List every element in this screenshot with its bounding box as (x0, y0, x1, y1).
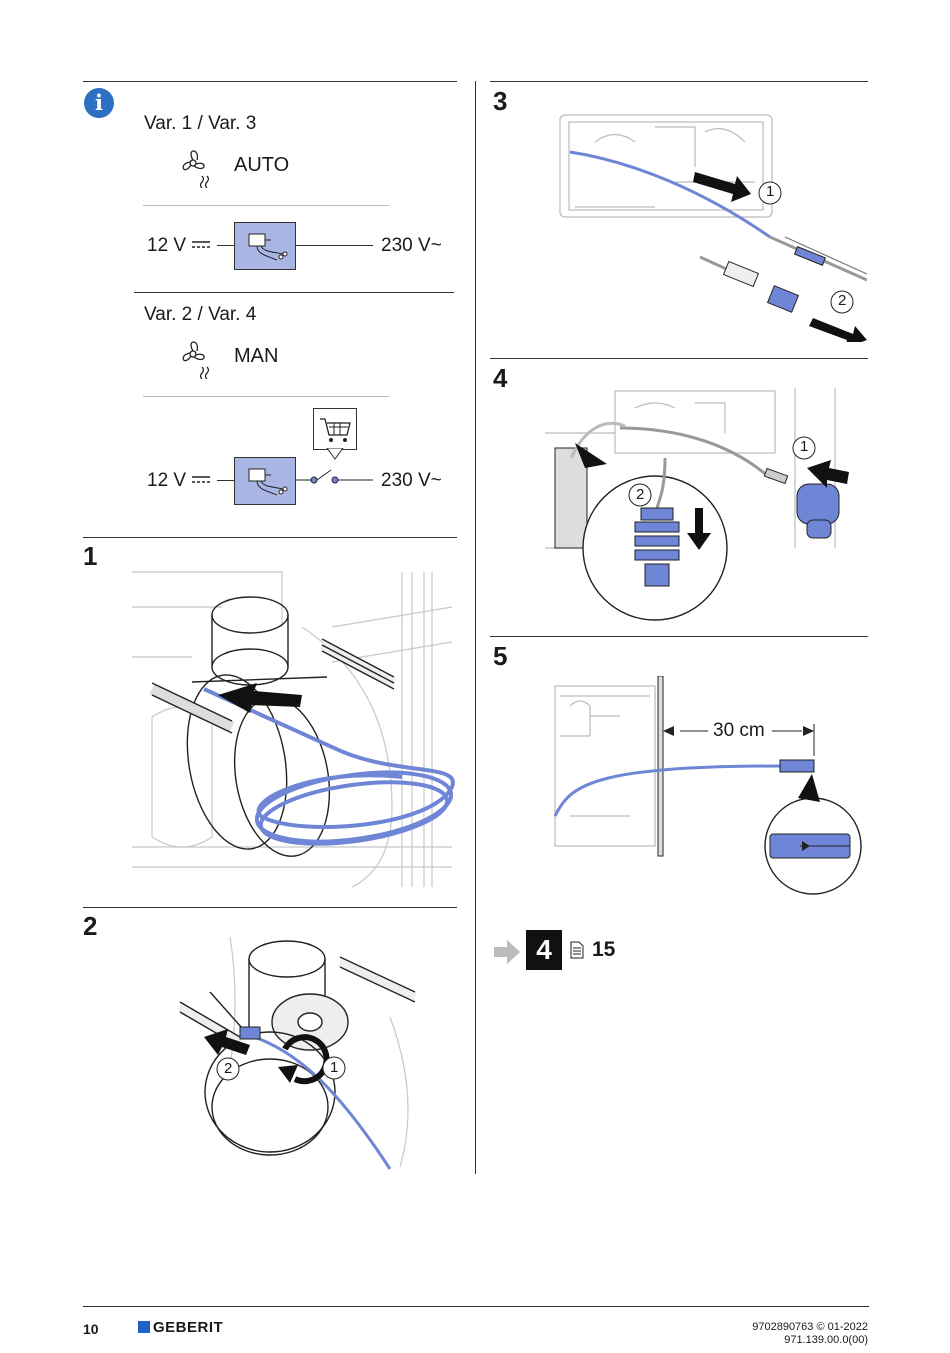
voltage-high-label-1: 230 V~ (381, 235, 442, 256)
rule-top-left (83, 81, 457, 82)
doc-number: 9702890763 © 01-2022 (752, 1321, 868, 1333)
voltage-low-label-2: 12 V (147, 470, 187, 491)
rule-step1 (83, 537, 457, 538)
mode-auto-label: AUTO (234, 154, 290, 176)
arrow-right-icon (494, 940, 520, 964)
shopping-cart-icon (320, 418, 351, 442)
column-divider (475, 81, 476, 1174)
rule-step5 (490, 636, 868, 637)
accessory-box (313, 408, 357, 450)
rule-auto (143, 205, 389, 206)
page-number: 10 (83, 1321, 99, 1337)
info-icon: i (84, 88, 114, 118)
page-reference-number[interactable]: 15 (592, 938, 616, 961)
step-number-3: 3 (493, 86, 508, 116)
rule-man (143, 396, 389, 397)
step-number-1: 1 (83, 541, 98, 571)
switch-symbol (295, 469, 373, 484)
power-supply-icon (248, 233, 288, 261)
step4-illustration (545, 388, 849, 621)
mode-man-label: MAN (234, 345, 279, 367)
chapter-reference-badge[interactable]: 4 (526, 930, 562, 970)
power-supply-box-1 (234, 222, 296, 270)
dc-symbol-icon (192, 476, 210, 483)
brand-logo (138, 1321, 150, 1333)
fan-icon (182, 150, 210, 188)
rule-var (134, 292, 454, 293)
var-1-3-label: Var. 1 / Var. 3 (144, 113, 257, 134)
pointer-triangle (326, 448, 344, 460)
article-number: 971.139.00.0(00) (784, 1334, 868, 1346)
rule-step2 (83, 907, 457, 908)
callout-2-step3: 2 (838, 292, 847, 309)
fan-icon (182, 341, 210, 379)
power-supply-box-2 (234, 457, 296, 505)
step-number-2: 2 (83, 911, 98, 941)
step2-illustration (177, 937, 418, 1170)
callout-1-step2: 1 (330, 1059, 339, 1076)
step3-illustration (559, 114, 867, 342)
dc-symbol-icon (192, 241, 210, 248)
voltage-high-label-2: 230 V~ (381, 470, 442, 491)
wire-left-2 (217, 480, 234, 481)
var-2-4-label: Var. 2 / Var. 4 (144, 304, 257, 325)
step1-illustration (132, 571, 455, 888)
measure-label: 30 cm (711, 720, 767, 742)
callout-2-step2: 2 (224, 1060, 233, 1077)
callout-1-step4: 1 (800, 438, 809, 455)
brand-name: GEBERIT (153, 1319, 224, 1336)
power-supply-icon (248, 468, 288, 496)
rule-footer (83, 1306, 869, 1307)
rule-top-right (490, 81, 868, 82)
voltage-low-label-1: 12 V (147, 235, 187, 256)
step-number-5: 5 (493, 641, 508, 671)
callout-2-step4: 2 (636, 486, 645, 503)
callout-1-step3: 1 (766, 183, 775, 200)
wire-left-1 (217, 245, 234, 246)
document-icon (570, 941, 584, 959)
step-number-4: 4 (493, 363, 508, 393)
wire-right-1 (295, 245, 373, 246)
rule-step4 (490, 358, 868, 359)
step5-illustration (553, 676, 862, 895)
